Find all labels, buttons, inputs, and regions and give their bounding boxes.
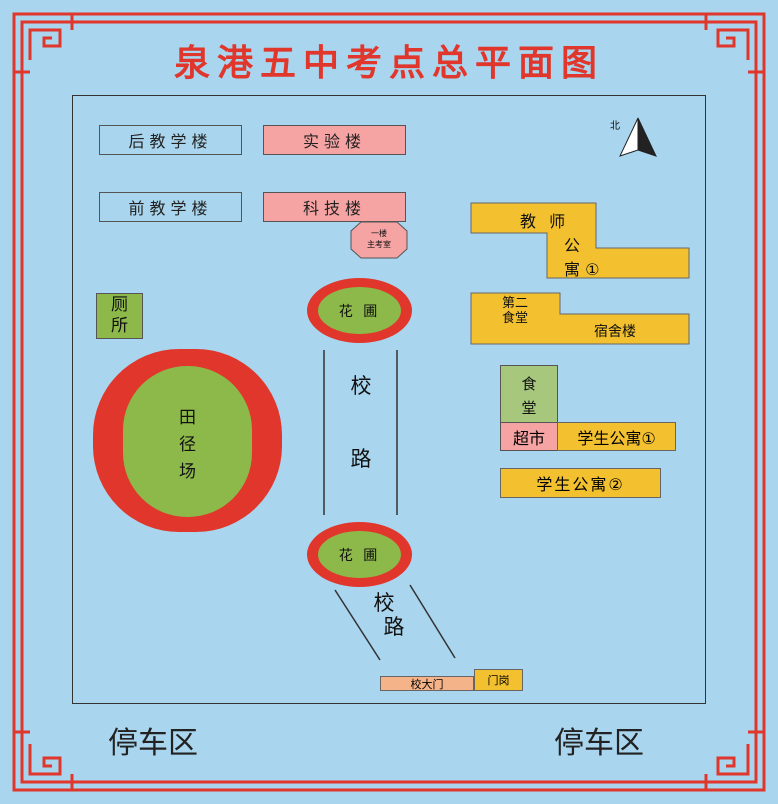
student-apartment-1[interactable]: 学生公寓① <box>557 422 676 451</box>
sports-field[interactable] <box>123 366 252 517</box>
tech-building[interactable]: 科技楼 <box>263 192 406 222</box>
supermarket[interactable]: 超市 <box>500 422 558 451</box>
teacher-apartment-label-1: 教 师 <box>520 212 570 231</box>
map-title: 泉港五中考点总平面图 <box>173 42 604 84</box>
main-gate[interactable]: 校大门 <box>380 676 474 691</box>
dormitory-shape[interactable] <box>470 292 692 346</box>
corner-ornament <box>12 12 74 74</box>
second-canteen-label: 第二 食堂 <box>501 296 528 326</box>
flowerbed-north[interactable] <box>318 287 401 334</box>
rear-teaching-building[interactable]: 后教学楼 <box>99 125 242 155</box>
campus-road <box>323 350 456 661</box>
road-label-top-1: 校 <box>350 374 372 398</box>
flowerbed-south-label: 花 圃 <box>338 548 381 564</box>
main-exam-room-octagon[interactable] <box>349 221 409 259</box>
canteen[interactable] <box>500 365 558 423</box>
teacher-apartment-label-2: 公 <box>564 236 581 255</box>
road-label-bottom-1: 校 <box>373 591 395 615</box>
canteen-label: 食 堂 <box>521 375 537 417</box>
dormitory-label: 宿舍楼 <box>594 324 636 340</box>
main-exam-room-label: 一楼 主考室 <box>367 229 391 249</box>
lab-building[interactable]: 实验楼 <box>263 125 406 155</box>
restroom-label: 厕 所 <box>111 295 128 336</box>
guard-post[interactable]: 门岗 <box>474 669 523 691</box>
flowerbed-south[interactable] <box>318 531 401 578</box>
sports-field-label: 田 径 场 <box>179 408 196 482</box>
teacher-apartment-shape[interactable] <box>470 202 692 280</box>
front-teaching-building[interactable]: 前教学楼 <box>99 192 242 222</box>
road-label-bottom-2: 路 <box>383 615 405 639</box>
road-label-top-2: 路 <box>350 447 372 471</box>
student-apartment-2[interactable]: 学生公寓② <box>500 468 661 498</box>
compass-north-label: 北 <box>610 121 620 132</box>
flowerbed-north-label: 花 圃 <box>338 304 381 320</box>
parking-right[interactable]: 停车区 <box>554 726 644 761</box>
campus-boundary <box>72 95 706 704</box>
restroom[interactable] <box>96 293 143 339</box>
compass-arrow-icon <box>619 117 657 157</box>
teacher-apartment-label-3: 寓 ① <box>564 260 600 279</box>
parking-left[interactable]: 停车区 <box>108 726 198 761</box>
